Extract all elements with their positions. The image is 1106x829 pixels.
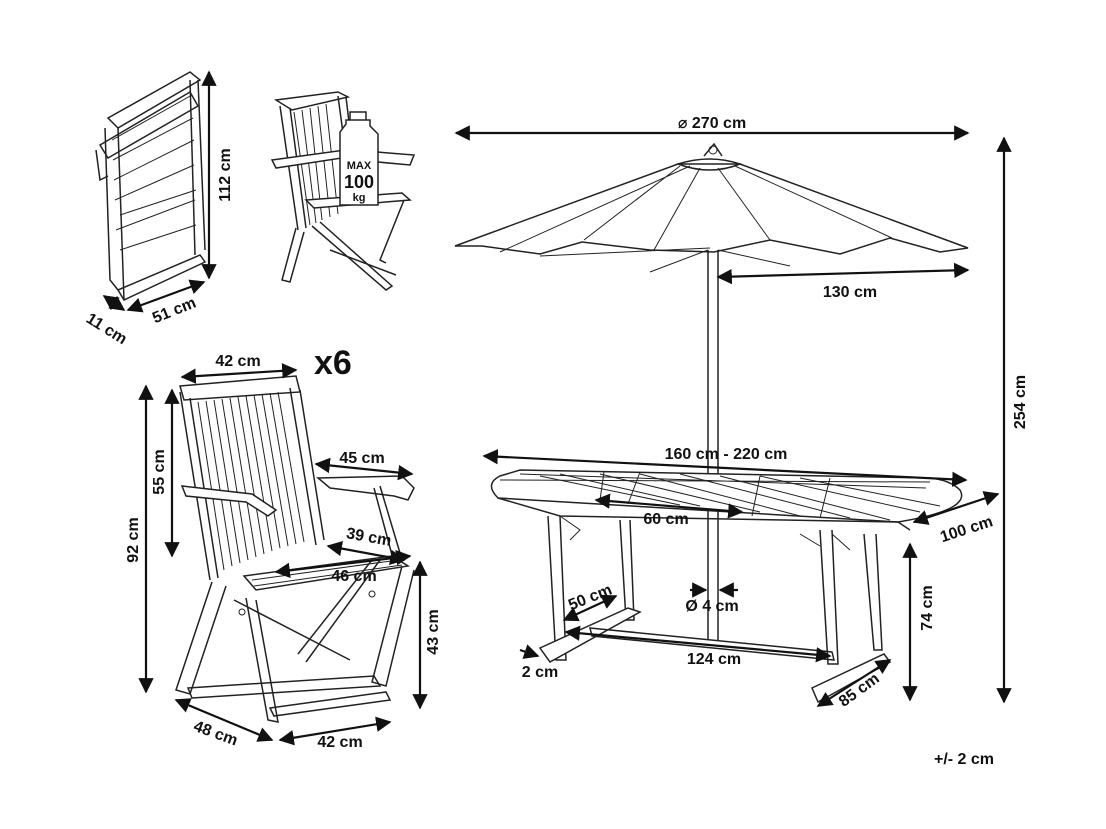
table-height-dimension: 74 cm [902,542,936,702]
leg-span-dimension: 124 cm [564,625,832,668]
chair-total-height-dimension: 92 cm [125,384,154,694]
table-extension-dimension: 60 cm [594,493,744,528]
umbrella-height-label: 254 cm [1012,375,1029,429]
chair-backrest-height-label: 55 cm [151,449,168,494]
load-chair-drawing: MAX 100 kg [270,91,416,291]
foot-length-label: 50 cm [566,581,614,614]
table-width-label: 100 cm [938,513,995,546]
chair-seat-height-label: 43 cm [425,609,442,654]
umbrella-radius-label: 130 cm [823,284,877,301]
chair-drawing [175,375,415,723]
chair-armrest-label: 45 cm [339,450,384,467]
folded-chair-height-dimension: 112 cm [201,70,234,280]
max-load-unit: kg [353,192,366,204]
foot-thickness-dimension: 2 cm [519,644,558,681]
chair-armrest-dimension: 45 cm [314,450,414,481]
chair-quantity: x6 [314,344,352,382]
chair-seat-width-dimension: 46 cm [274,549,412,585]
folded-depth-label: 11 cm [83,310,130,348]
max-load-value: 100 [344,172,374,192]
chair-width-label: 42 cm [317,734,362,751]
chair-quantity-label: x6 [314,344,352,382]
table-length-label: 160 cm - 220 cm [665,446,788,463]
table-extension-label: 60 cm [643,511,688,528]
folded-height-label: 112 cm [217,148,234,201]
umbrella-drawing [454,142,969,640]
folded-chair-width-dimension: 51 cm [126,279,206,327]
table-length-dimension: 160 cm - 220 cm [482,446,968,488]
leg-span-label: 124 cm [687,651,741,668]
umbrella-radius-dimension: 130 cm [716,262,970,301]
tolerance-note: +/- 2 cm [934,751,994,768]
foot-length-dimension: 50 cm [562,581,618,622]
pole-diameter-label: Ø 4 cm [685,598,738,615]
chair-depth-dimension: 48 cm [174,698,274,750]
umbrella-diameter-dimension: ⌀ 270 cm [454,115,970,141]
chair-back-width-label: 42 cm [215,353,260,370]
umbrella-height-dimension: 254 cm [996,136,1029,704]
chair-width-dimension: 42 cm [278,716,392,751]
folded-chair-depth-dimension: 11 cm [83,295,130,348]
chair-backrest-height-dimension: 55 cm [151,388,180,558]
chair-seat-height-dimension: 43 cm [412,560,442,710]
max-load-label: MAX [347,160,372,172]
foot-thickness-label: 2 cm [522,664,558,681]
chair-back-width-dimension: 42 cm [180,353,298,384]
table-height-label: 74 cm [919,585,936,630]
folded-chair-drawing [95,71,207,301]
umbrella-diameter-label: ⌀ 270 cm [678,115,746,132]
chair-seat-width-label: 46 cm [331,568,376,585]
pole-diameter-dimension: Ø 4 cm [685,582,739,615]
chair-total-height-label: 92 cm [125,517,142,562]
